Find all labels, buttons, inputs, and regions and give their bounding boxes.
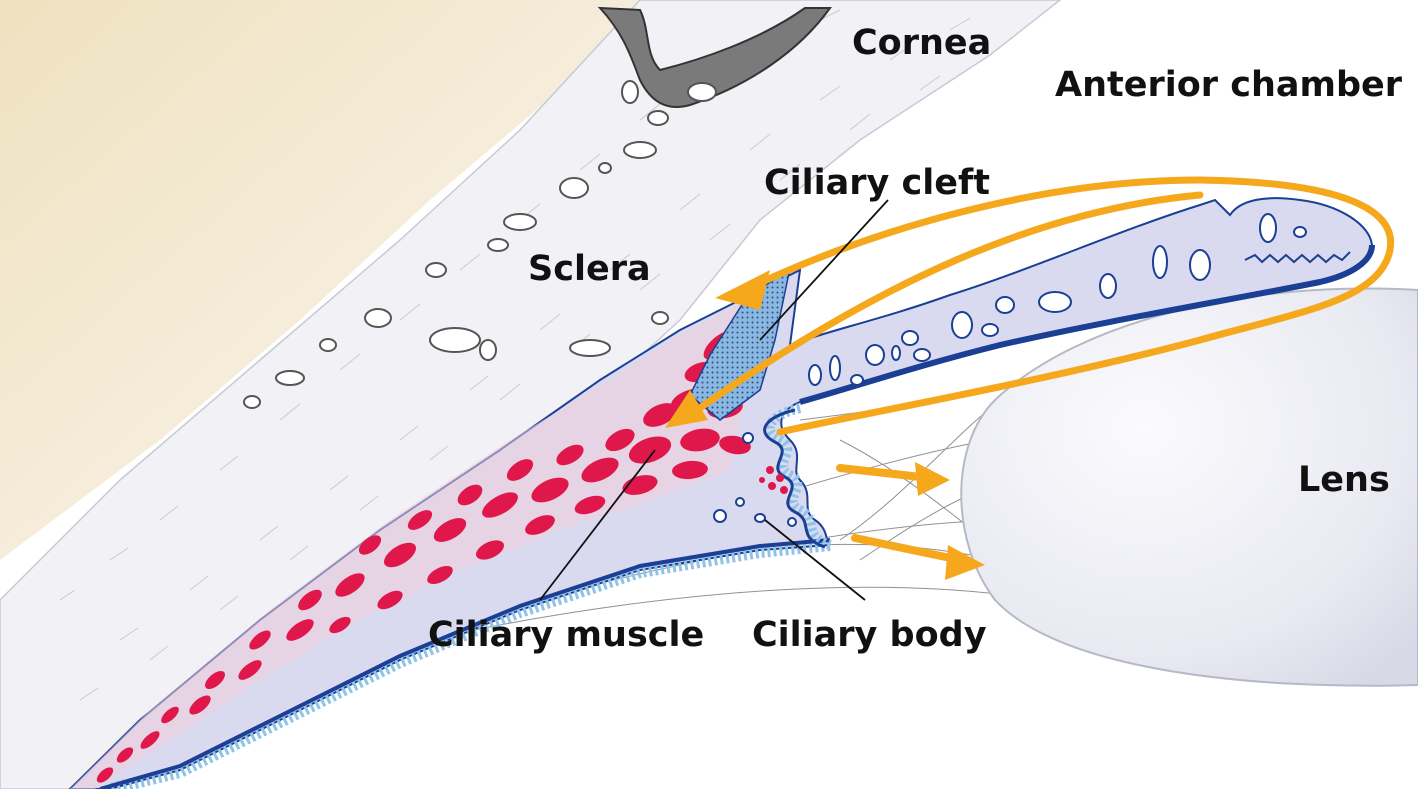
flow-loop-inner (686, 191, 1204, 419)
ciliary-epithelium-edge (99, 538, 831, 791)
leader-ciliary-muscle (539, 449, 656, 601)
iris-posterior-edge (799, 244, 1375, 405)
ciliary-processes (764, 403, 832, 550)
flow-arrow-upper (836, 464, 934, 482)
flow-arrowheads (665, 270, 985, 580)
aqueous-flow-arrows (686, 176, 1395, 564)
ciliary-processes-edge (763, 408, 826, 549)
leader-ciliary-cleft (759, 199, 889, 341)
label-sclera: Sclera (528, 249, 651, 289)
flow-loop (741, 176, 1395, 436)
leader-ciliary-body (764, 519, 866, 601)
arrowhead-cleft (715, 270, 770, 310)
label-ciliary-muscle: Ciliary muscle (428, 615, 705, 655)
stromal-vessels (713, 213, 1307, 527)
label-ciliary-cleft: Ciliary cleft (764, 163, 990, 203)
label-anterior-chamber: Anterior chamber (1055, 65, 1403, 105)
ciliary-cleft (689, 266, 792, 421)
vessel-lumens (243, 80, 717, 409)
leader-lines (539, 199, 889, 601)
iris-sphincter (1244, 251, 1351, 264)
label-lens: Lens (1298, 460, 1390, 500)
label-ciliary-body: Ciliary body (752, 615, 987, 655)
ciliary-epithelium (108, 539, 831, 794)
flow-arrow-lower (851, 534, 964, 564)
arrowhead-upper (915, 462, 950, 496)
scleral-spur-vessel (597, 6, 832, 108)
label-cornea: Cornea (852, 23, 992, 63)
arrowhead-muscle (665, 390, 708, 428)
ciliary-muscle (70, 300, 760, 789)
arrowhead-lower (945, 545, 985, 580)
outer-tissue (0, 0, 640, 560)
